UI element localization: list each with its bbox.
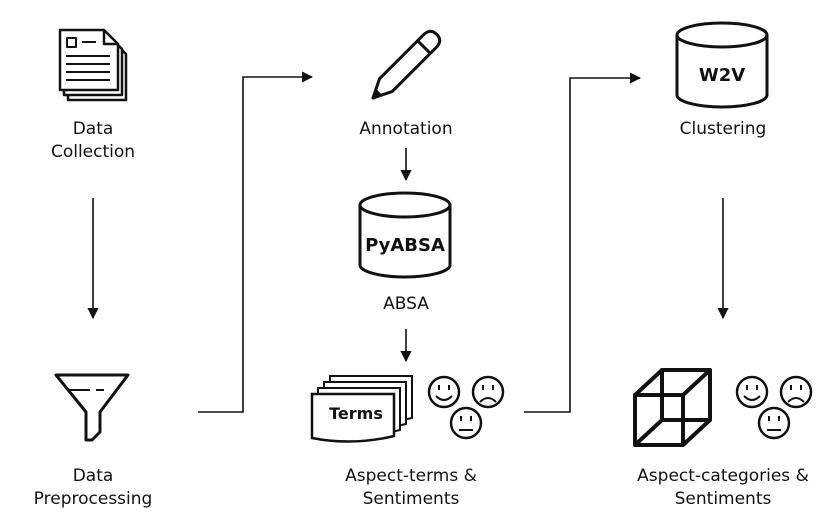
label-data-preprocessing: Data Preprocessing	[13, 465, 173, 511]
label-aspect-categories: Aspect-categories & Sentiments	[616, 465, 830, 511]
label-data-collection-line2: Collection	[50, 142, 136, 162]
happy-face-icon	[427, 375, 461, 409]
terms-doc-text: Terms	[329, 404, 383, 423]
stacked-documents-icon	[310, 375, 413, 443]
w2v-db-text: W2V	[699, 65, 745, 86]
emoji-faces-icon	[735, 375, 813, 440]
label-aspect-categories-line1: Aspect-categories &	[637, 466, 809, 486]
neutral-face-icon	[449, 406, 483, 440]
happy-face-icon	[735, 375, 769, 409]
emoji-faces-icon	[427, 375, 505, 440]
label-data-preprocessing-line1: Data	[72, 466, 114, 486]
cube-icon	[633, 368, 712, 447]
arrow-aspect-terms-to-clustering	[524, 72, 642, 413]
sad-face-icon	[779, 375, 813, 409]
label-annotation-text: Annotation	[359, 119, 453, 139]
label-annotation: Annotation	[326, 118, 486, 141]
label-clustering: Clustering	[643, 118, 803, 141]
sad-face-icon	[471, 375, 505, 409]
neutral-face-icon	[757, 406, 791, 440]
arrow-preprocessing-to-annotation	[198, 71, 314, 413]
database-icon	[675, 21, 769, 109]
database-icon	[358, 191, 452, 279]
label-aspect-categories-line2: Sentiments	[674, 489, 772, 509]
label-aspect-terms: Aspect-terms & Sentiments	[316, 465, 506, 511]
label-aspect-terms-line1: Aspect-terms &	[345, 466, 477, 486]
pyabsa-db-text: PyABSA	[365, 235, 445, 256]
label-data-collection: Data Collection	[13, 118, 173, 164]
label-clustering-text: Clustering	[679, 119, 767, 139]
document-icon	[58, 28, 128, 102]
funnel-icon	[54, 373, 130, 442]
label-aspect-terms-line2: Sentiments	[362, 489, 460, 509]
label-data-preprocessing-line2: Preprocessing	[33, 489, 153, 509]
label-absa: ABSA	[326, 293, 486, 316]
label-data-collection-line1: Data	[72, 119, 114, 139]
label-absa-text: ABSA	[383, 294, 429, 314]
pencil-icon	[371, 29, 442, 100]
